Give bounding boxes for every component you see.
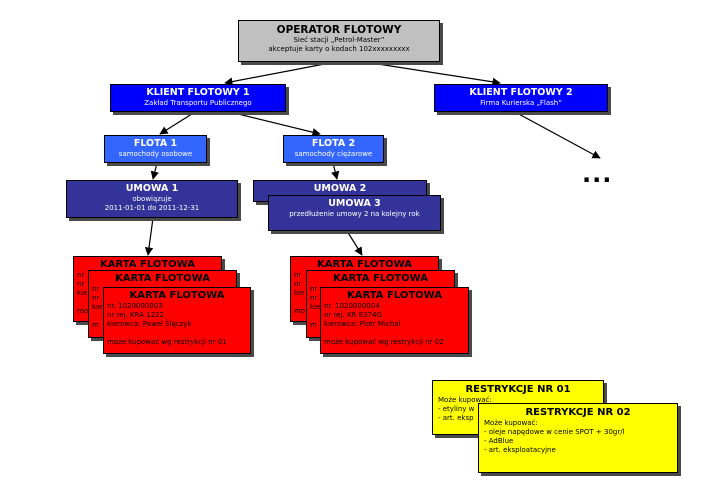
arrow-client1-fleet1 (159, 111, 196, 135)
card-reg: nr rej. KRA 1222 (107, 310, 164, 319)
contract-line2-1: 2011-01-01 do 2011-12-31 (104, 203, 200, 212)
client-box-2: KLIENT FLOTOWY 2 Firma Kurierska „Flash” (434, 84, 608, 112)
card-fragment: kie (294, 288, 305, 297)
arrow-operator-client1 (224, 61, 336, 86)
card-fragment: nr (77, 279, 85, 288)
card-fragment: kie (77, 288, 88, 297)
client-subtitle-1: Zakład Transportu Publicznego (144, 98, 252, 107)
card-restriction: może kupować wg restrykcji nr 01 (107, 337, 227, 346)
contract-title-1: UMOWA 1 (125, 183, 179, 194)
card-fragment: m (92, 320, 99, 329)
restriction-title-1: RESTRYKCJE NR 01 (465, 384, 571, 395)
card-fragment: nr (310, 284, 318, 293)
card-fragment: mo (77, 306, 89, 315)
fleet-title-2: FLOTA 2 (311, 138, 356, 149)
contract-box-1: UMOWA 1 obowiązuje 2011-01-01 do 2011-12… (66, 180, 238, 218)
contract-title-2: UMOWA 2 (313, 183, 367, 194)
client-box-1: KLIENT FLOTOWY 1 Zakład Transportu Publi… (110, 84, 286, 112)
fleet-title-1: FLOTA 1 (133, 138, 178, 149)
operator-line2: akceptuje karty o kodach 102xxxxxxxxx (268, 44, 410, 53)
card-number: nr. 1020000003 (107, 301, 163, 310)
arrow-umowa3-cards (346, 230, 363, 256)
card-title: KARTA FLOTOWA (115, 273, 210, 284)
restriction-line: - etyliny w (438, 404, 475, 413)
card-front-2: KARTA FLOTOWA nr. 1020000004 nr rej. KR … (320, 287, 469, 354)
card-fragment: nr (310, 293, 318, 302)
card-title: KARTA FLOTOWA (317, 259, 412, 270)
card-title: KARTA FLOTOWA (333, 273, 428, 284)
restriction-line: - AdBlue (484, 436, 514, 445)
more-clients-ellipsis: ... (582, 160, 613, 188)
card-driver: kierowca: Paweł Ślęczyk (107, 319, 192, 328)
card-title: KARTA FLOTOWA (100, 259, 195, 270)
operator-box: OPERATOR FLOTOWY Sieć stacji „Petrol-Mas… (238, 20, 440, 62)
card-fragment: nr (294, 270, 302, 279)
client-title-2: KLIENT FLOTOWY 2 (469, 87, 573, 98)
fleet-subtitle-2: samochody ciężarowe (294, 149, 373, 158)
arrow-operator-client2 (364, 61, 501, 86)
contract-box-3: UMOWA 3 przedłużenie umowy 2 na kolejny … (268, 195, 441, 231)
restriction-line: - oleje napędowe w cenie SPOT + 30gr/l (484, 427, 625, 436)
client-title-1: KLIENT FLOTOWY 1 (146, 87, 250, 98)
operator-title: OPERATOR FLOTOWY (276, 24, 402, 36)
card-fragment: mo (294, 306, 306, 315)
fleet-box-2: FLOTA 2 samochody ciężarowe (283, 135, 384, 163)
restriction-line: Może kupować: (438, 395, 492, 404)
card-fragment: nr (92, 293, 100, 302)
card-fragment: kie (310, 302, 321, 311)
contract-line1-1: obowiązuje (132, 194, 172, 203)
restriction-line: - art. eksploatacyjne (484, 445, 556, 454)
card-title: KARTA FLOTOWA (129, 290, 225, 301)
restriction-line: Może kupować: (484, 418, 538, 427)
card-fragment: nr (294, 279, 302, 288)
arrow-fleet1-umowa1 (150, 162, 159, 180)
card-fragment: nr (77, 270, 85, 279)
restriction-box-2: RESTRYKCJE NR 02 Może kupować: - oleje n… (478, 403, 678, 473)
card-front-1: KARTA FLOTOWA nr. 1020000003 nr rej. KRA… (103, 287, 251, 354)
operator-line1: Sieć stacji „Petrol-Master” (293, 36, 385, 45)
card-reg: nr rej. KR 8374G (324, 310, 382, 319)
arrow-fleet2-umowa2 (331, 162, 340, 180)
card-fragment: m (310, 320, 317, 329)
contract-line1-3: przedłużenie umowy 2 na kolejny rok (289, 209, 420, 218)
contract-title-3: UMOWA 3 (328, 198, 381, 209)
card-driver: kierowca: Piotr Michał (324, 319, 401, 328)
card-fragment: nr (92, 284, 100, 293)
fleet-box-1: FLOTA 1 samochody osobowe (104, 135, 207, 163)
fleet-subtitle-1: samochody osobowe (118, 149, 193, 158)
restriction-line: - art. eksp (438, 413, 474, 422)
arrow-client1-fleet2 (229, 111, 321, 137)
restriction-title-2: RESTRYKCJE NR 02 (525, 407, 631, 418)
card-number: nr. 1020000004 (324, 301, 380, 310)
client-subtitle-2: Firma Kurierska „Flash” (480, 98, 562, 107)
card-fragment: kie (92, 302, 103, 311)
arrow-umowa1-cards (144, 217, 154, 256)
card-title: KARTA FLOTOWA (347, 290, 442, 301)
card-restriction: może kupować wg restrykcji nr 02 (324, 337, 444, 346)
arrow-client2-more (514, 111, 601, 159)
